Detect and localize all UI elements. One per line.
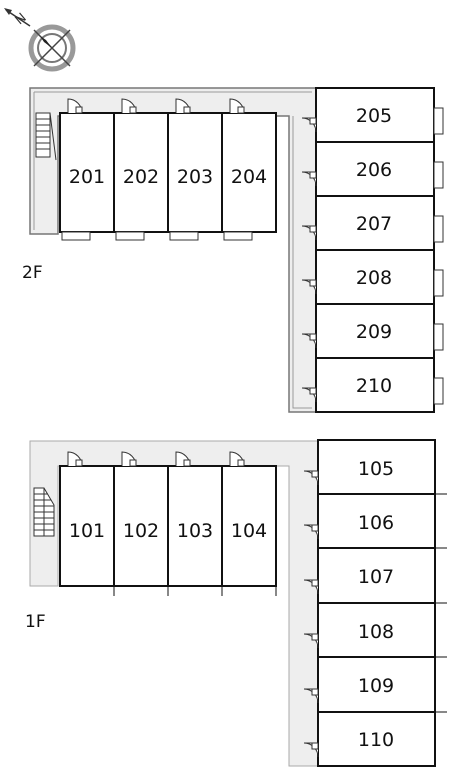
unit-205: 205 — [301, 87, 444, 143]
unit-label: 203 — [177, 166, 213, 188]
floor-label-1f: 1F — [25, 612, 46, 632]
unit-206: 206 — [301, 141, 444, 197]
unit-109: 109 — [303, 656, 447, 713]
unit-label: 210 — [356, 375, 392, 397]
unit-101: 101 — [59, 451, 115, 596]
unit-label: 207 — [356, 213, 392, 235]
floor-label-2f: 2F — [22, 263, 43, 283]
unit-210: 210 — [301, 357, 444, 413]
unit-106: 106 — [303, 493, 447, 549]
unit-204: 204 — [221, 98, 277, 241]
unit-203: 203 — [167, 98, 223, 241]
unit-label: 202 — [123, 166, 159, 188]
stairs-1f — [33, 487, 55, 537]
unit-110: 110 — [303, 711, 436, 767]
stairs-2f — [35, 112, 57, 161]
unit-209: 209 — [301, 303, 444, 359]
unit-label: 209 — [356, 321, 392, 343]
unit-label: 201 — [69, 166, 105, 188]
unit-label: 106 — [358, 512, 394, 534]
unit-label: 102 — [123, 520, 159, 542]
unit-label: 208 — [356, 267, 392, 289]
unit-105: 105 — [303, 439, 447, 495]
unit-label: 108 — [358, 621, 394, 643]
unit-107: 107 — [303, 547, 447, 604]
unit-label: 206 — [356, 159, 392, 181]
unit-208: 208 — [301, 249, 444, 305]
unit-label: 204 — [231, 166, 267, 188]
unit-104: 104 — [221, 451, 277, 596]
compass-rose-icon — [4, 8, 76, 72]
unit-label: 110 — [358, 729, 394, 751]
unit-201: 201 — [59, 98, 115, 241]
unit-102: 102 — [113, 451, 169, 596]
unit-label: 104 — [231, 520, 267, 542]
unit-202: 202 — [113, 98, 169, 241]
unit-207: 207 — [301, 195, 444, 251]
unit-label: 205 — [356, 105, 392, 127]
unit-label: 107 — [358, 566, 394, 588]
unit-label: 101 — [69, 520, 105, 542]
unit-label: 105 — [358, 458, 394, 480]
unit-108: 108 — [303, 602, 447, 658]
north-letter: N — [13, 10, 30, 28]
unit-103: 103 — [167, 451, 223, 596]
unit-label: 109 — [358, 675, 394, 697]
unit-label: 103 — [177, 520, 213, 542]
